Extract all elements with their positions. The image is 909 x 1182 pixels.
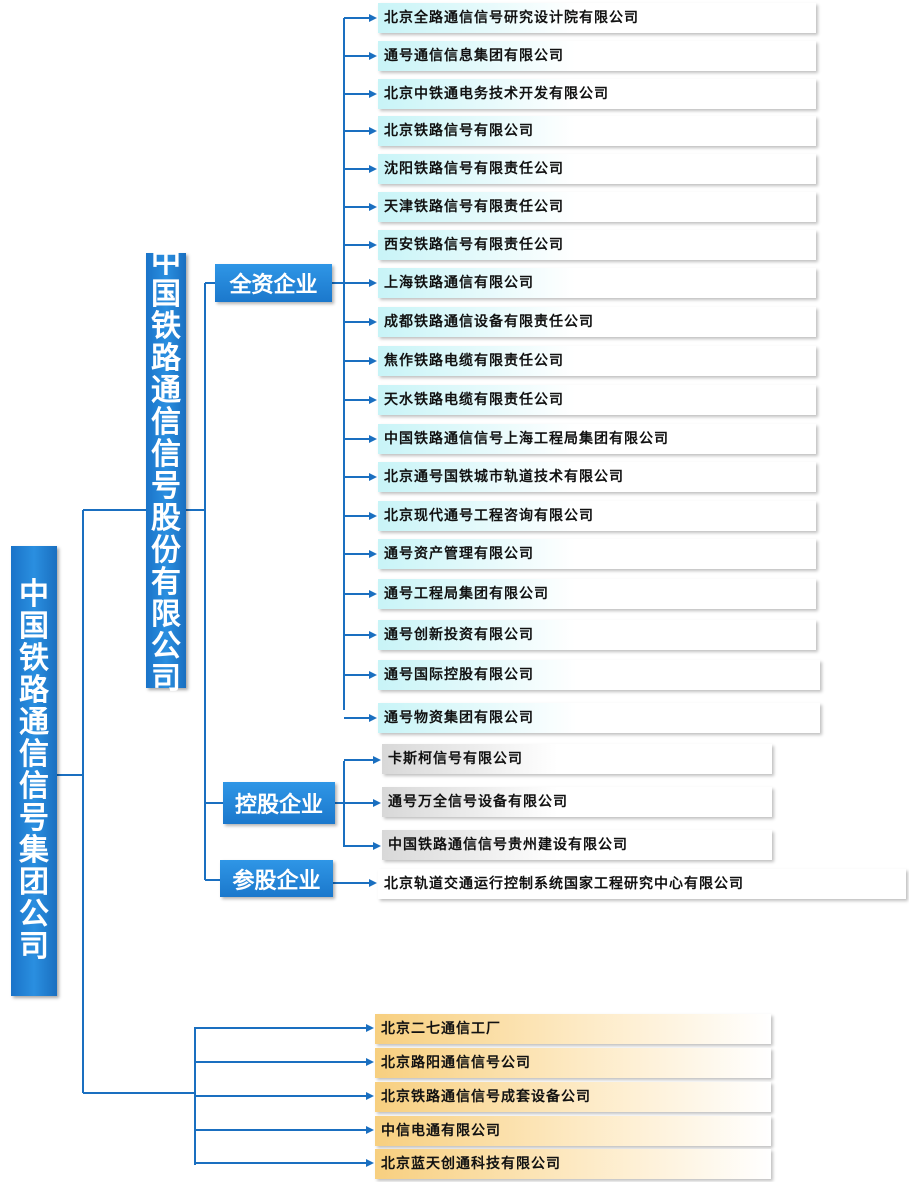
wholly-owned-company: 天水铁路电缆有限责任公司 [378, 385, 816, 415]
category-equity: 参股企业 [220, 860, 333, 897]
wholly-owned-company: 成都铁路通信设备有限责任公司 [378, 307, 816, 337]
company-name-char: 限 [151, 596, 181, 632]
company-name-char: 国 [151, 276, 181, 312]
connector-arrowhead [366, 1024, 374, 1032]
group-name-char: 通 [19, 705, 49, 740]
connector-arrowhead [369, 590, 377, 598]
group-name-char: 中 [19, 577, 49, 612]
company-name-char: 信 [151, 404, 181, 440]
connector-arrowhead [369, 52, 377, 60]
group-name-char: 国 [19, 609, 49, 644]
wholly-owned-company: 通号物资集团有限公司 [378, 703, 820, 733]
company-name-char: 号 [151, 468, 181, 504]
company-name-char: 铁 [151, 308, 181, 344]
company-name-char: 路 [151, 340, 181, 376]
connector-arrowhead [369, 127, 377, 135]
connector-arrowhead [369, 473, 377, 481]
connector-arrowhead [369, 90, 377, 98]
connector-arrowhead [369, 241, 377, 249]
connector-arrowhead [366, 1126, 374, 1134]
connector-arrowhead [369, 671, 377, 679]
wholly-owned-company: 天津铁路信号有限责任公司 [378, 192, 816, 222]
group-name-char: 集 [19, 833, 49, 868]
group-name-char: 信 [19, 769, 49, 804]
group-affiliate-company: 北京路阳通信信号公司 [375, 1048, 771, 1078]
group-affiliate-company: 中信电通有限公司 [375, 1116, 771, 1146]
company-name-char: 中 [151, 244, 181, 280]
connector-arrowhead [369, 550, 377, 558]
company-name-char: 通 [151, 372, 181, 408]
wholly-owned-company: 上海铁路通信有限公司 [378, 268, 816, 298]
group-name-char: 路 [19, 673, 49, 708]
holding-company: 通号万全信号设备有限公司 [382, 787, 772, 817]
company-name-char: 公 [151, 628, 181, 664]
wholly-owned-company: 焦作铁路电缆有限责任公司 [378, 346, 816, 376]
wholly-owned-company: 中国铁路通信信号上海工程局集团有限公司 [378, 424, 816, 454]
company-name-char: 司 [151, 660, 181, 696]
wholly-owned-company: 西安铁路信号有限责任公司 [378, 230, 816, 260]
connector-arrowhead [369, 631, 377, 639]
company-name-char: 股 [151, 500, 181, 536]
wholly-owned-company: 北京中铁通电务技术开发有限公司 [378, 79, 816, 109]
equity-company: 北京轨道交通运行控制系统国家工程研究中心有限公司 [378, 869, 906, 899]
connector-arrowhead [369, 435, 377, 443]
wholly-owned-company: 通号资产管理有限公司 [378, 539, 816, 569]
wholly-owned-company: 通号通信信息集团有限公司 [378, 41, 816, 71]
wholly-owned-company: 北京现代通号工程咨询有限公司 [378, 501, 816, 531]
group-name-char: 团 [19, 865, 49, 900]
category-holding: 控股企业 [223, 782, 335, 824]
group-name-char: 信 [19, 737, 49, 772]
company-name-char: 有 [151, 564, 181, 600]
holding-company: 卡斯柯信号有限公司 [382, 744, 772, 774]
category-wholly-owned: 全资企业 [215, 264, 332, 302]
wholly-owned-company: 北京通号国铁城市轨道技术有限公司 [378, 462, 816, 492]
connector-arrowhead [373, 799, 381, 807]
connector-arrowhead [366, 1159, 374, 1167]
group-affiliate-company: 北京蓝天创通科技有限公司 [375, 1149, 771, 1179]
connector-arrowhead [369, 14, 377, 22]
holding-company: 中国铁路通信信号贵州建设有限公司 [382, 830, 772, 860]
wholly-owned-company: 北京铁路信号有限公司 [378, 116, 816, 146]
company-name-char: 信 [151, 436, 181, 472]
group-name-char: 司 [19, 929, 49, 964]
connector-arrowhead [366, 1092, 374, 1100]
connector-arrowhead [369, 279, 377, 287]
connector-arrowhead [369, 165, 377, 173]
group-name-char: 公 [19, 897, 49, 932]
connector-arrowhead [373, 756, 381, 764]
connector-arrowhead [369, 396, 377, 404]
joint-stock-company-box: 中国铁路通信信号股份有限公司 [146, 246, 186, 694]
group-name-char: 号 [19, 801, 49, 836]
connector-arrowhead [369, 512, 377, 520]
connector-arrowhead [369, 714, 377, 722]
connector-arrowhead [373, 842, 381, 850]
connector-arrowhead [369, 318, 377, 326]
connector-arrowhead [369, 879, 377, 887]
wholly-owned-company: 通号创新投资有限公司 [378, 620, 816, 650]
group-affiliate-company: 北京铁路通信信号成套设备公司 [375, 1082, 771, 1112]
group-name-char: 铁 [19, 641, 49, 676]
wholly-owned-company: 北京全路通信信号研究设计院有限公司 [378, 3, 816, 33]
wholly-owned-company: 通号工程局集团有限公司 [378, 579, 816, 609]
connector-arrowhead [369, 203, 377, 211]
company-name-char: 份 [151, 532, 181, 568]
group-company-box: 中国铁路通信信号集团公司 [11, 546, 57, 996]
connector-arrowhead [369, 357, 377, 365]
wholly-owned-company: 沈阳铁路信号有限责任公司 [378, 154, 816, 184]
wholly-owned-company: 通号国际控股有限公司 [378, 660, 820, 690]
connector-arrowhead [366, 1058, 374, 1066]
group-affiliate-company: 北京二七通信工厂 [375, 1014, 771, 1044]
